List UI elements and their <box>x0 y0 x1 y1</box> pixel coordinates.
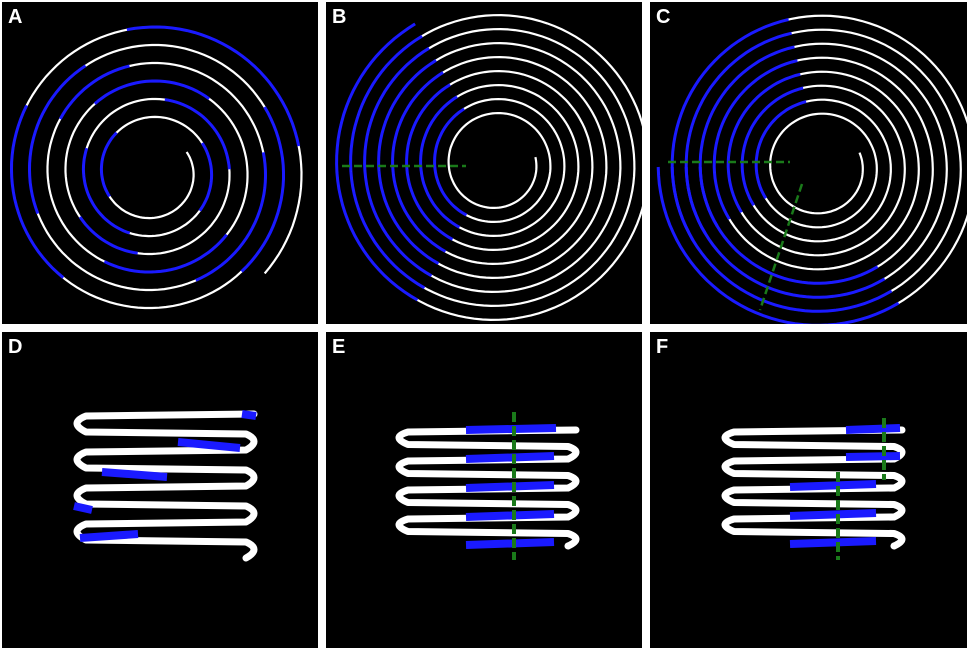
highlight-segment <box>164 98 231 170</box>
highlight-segment <box>103 233 228 274</box>
highlight-segment <box>73 502 93 514</box>
cut-line <box>758 183 804 311</box>
highlight-segment <box>241 410 257 420</box>
coil-d <box>73 410 258 562</box>
coil-e <box>395 412 580 560</box>
panel-label-a: A <box>8 6 23 28</box>
highlight-segment <box>195 152 268 282</box>
spiral-a <box>9 25 303 310</box>
panel-f: F <box>650 332 967 648</box>
highlight-segment <box>465 424 557 434</box>
highlight-segment <box>240 106 285 273</box>
spiral-b <box>335 13 642 322</box>
panel-label-f: F <box>656 336 669 358</box>
highlight-segment <box>465 481 555 492</box>
highlight-segment <box>670 166 893 313</box>
panel-label-c: C <box>656 6 671 28</box>
coil-body <box>395 426 580 550</box>
coil-f-graphic <box>721 418 906 560</box>
spiral-c <box>656 14 967 324</box>
highlight-segment <box>698 166 879 285</box>
highlight-segment <box>465 510 555 521</box>
highlight-segment <box>101 468 168 481</box>
highlight-segment <box>363 46 433 278</box>
panel-label-d: D <box>8 336 23 358</box>
panel-label-b: B <box>332 6 347 28</box>
highlight-segment <box>789 509 877 520</box>
highlight-segment <box>79 530 139 542</box>
panel-a: A <box>2 2 318 324</box>
highlight-segment <box>845 452 901 461</box>
panel-c: C <box>650 2 967 324</box>
coil-e-graphic <box>395 412 580 560</box>
highlight-segment <box>9 104 65 279</box>
coil-body <box>721 426 906 550</box>
highlight-segment <box>754 100 807 200</box>
coil-body <box>73 410 258 562</box>
highlight-segment <box>335 22 419 302</box>
highlight-segment <box>845 424 901 434</box>
highlight-segment <box>27 64 87 215</box>
highlight-segment <box>78 216 138 255</box>
highlight-segment <box>99 131 118 198</box>
spiral-c-graphic <box>656 14 967 324</box>
highlight-segment <box>465 538 555 549</box>
highlight-segment <box>789 480 877 491</box>
highlight-segment <box>419 95 461 229</box>
panel-e: E <box>326 332 642 648</box>
coil-f <box>721 418 906 560</box>
highlight-segment <box>405 83 454 241</box>
panel-b: B <box>326 2 642 324</box>
panel-d: D <box>2 332 318 648</box>
highlight-segment <box>58 64 130 120</box>
highlight-segment <box>198 142 214 212</box>
highlight-segment <box>656 166 900 324</box>
highlight-segment <box>126 25 301 147</box>
highlight-segment <box>684 166 886 299</box>
highlight-segment <box>712 59 798 221</box>
highlight-segment <box>391 71 447 253</box>
spiral-a-graphic <box>9 25 303 310</box>
spiral-b-graphic <box>335 13 642 322</box>
highlight-segment <box>81 147 131 235</box>
highlight-segment <box>349 34 426 290</box>
highlight-segment <box>740 86 804 207</box>
spiral-coil <box>671 14 967 324</box>
highlight-segment <box>93 79 211 105</box>
highlight-segment <box>684 31 792 235</box>
panel-label-e: E <box>332 336 346 358</box>
highlight-segment <box>177 438 241 452</box>
highlight-segment <box>726 72 801 214</box>
highlight-segment <box>433 107 468 217</box>
highlight-segment <box>789 537 877 548</box>
highlight-segment <box>377 59 440 265</box>
highlight-segment <box>465 452 555 463</box>
coil-d-graphic <box>73 410 258 562</box>
